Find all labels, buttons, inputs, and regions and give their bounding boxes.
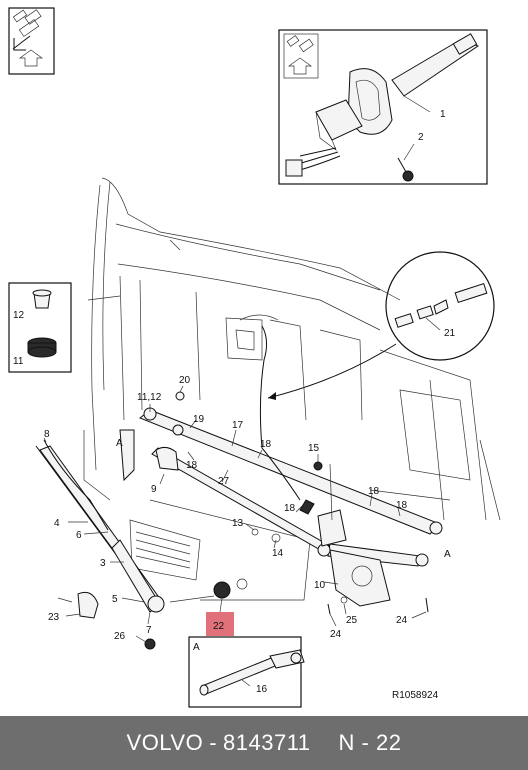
callout-10: 10 (314, 580, 326, 591)
callout-12: 12 (13, 310, 25, 321)
callout-25: 25 (346, 615, 358, 626)
ref-a-left: A (116, 438, 123, 449)
callout-3: 3 (100, 558, 106, 569)
footer-separator: - (209, 730, 218, 755)
callout-18-e: 18 (284, 503, 296, 514)
ref-a-inset: A (193, 642, 200, 653)
hose-detail: 21 (385, 251, 495, 361)
callout-27: 27 (218, 476, 230, 487)
callout-4: 4 (54, 518, 60, 529)
part-number: 8143711 (223, 730, 311, 755)
wiper-arm (35, 391, 248, 650)
callout-18-b: 18 (186, 460, 198, 471)
callout-18-c: 18 (368, 486, 380, 497)
reference-code: R1058924 (392, 690, 439, 701)
leader-lines (43, 385, 427, 643)
callout-5: 5 (112, 594, 118, 605)
callout-24-b: 24 (396, 615, 408, 626)
wiper-linkage (139, 325, 443, 615)
callout-18-a: 18 (260, 439, 272, 450)
callout-22-highlight (206, 612, 234, 636)
callout-6: 6 (76, 530, 82, 541)
callout-19: 19 (193, 414, 205, 425)
callout-7: 7 (146, 625, 152, 636)
callout-22: 22 (213, 621, 225, 632)
bushing-inset: 12 11 (8, 282, 72, 373)
callout-16: 16 (256, 684, 268, 695)
cab-structure (83, 177, 501, 601)
callout-9: 9 (151, 484, 157, 495)
callout-11-12: 11,12 (137, 392, 162, 403)
callout-18-d: 18 (396, 500, 408, 511)
callout-17: 17 (232, 420, 244, 431)
diagram-position: N - 22 (338, 730, 402, 755)
callout-1: 1 (440, 109, 446, 120)
parts-diagram: 1 2 12 11 21 (8, 7, 501, 708)
shaft-inset: A 16 (188, 636, 305, 708)
callout-15: 15 (308, 443, 320, 454)
callout-24-a: 24 (330, 629, 342, 640)
callout-20: 20 (179, 375, 191, 386)
callout-21: 21 (444, 328, 456, 339)
callout-11: 11 (13, 356, 24, 367)
hose-leader (267, 343, 397, 399)
callout-8: 8 (44, 429, 50, 440)
part-footer: VOLVO - 8143711 N - 22 (0, 716, 528, 770)
callout-23: 23 (48, 612, 60, 623)
callout-2: 2 (418, 132, 424, 143)
brand-name: VOLVO (126, 730, 204, 755)
callout-13: 13 (232, 518, 244, 529)
ref-a-right: A (444, 549, 451, 560)
callout-14: 14 (272, 548, 284, 559)
orientation-icon (8, 7, 55, 75)
callout-26: 26 (114, 631, 126, 642)
switch-inset: 1 2 (278, 29, 488, 185)
